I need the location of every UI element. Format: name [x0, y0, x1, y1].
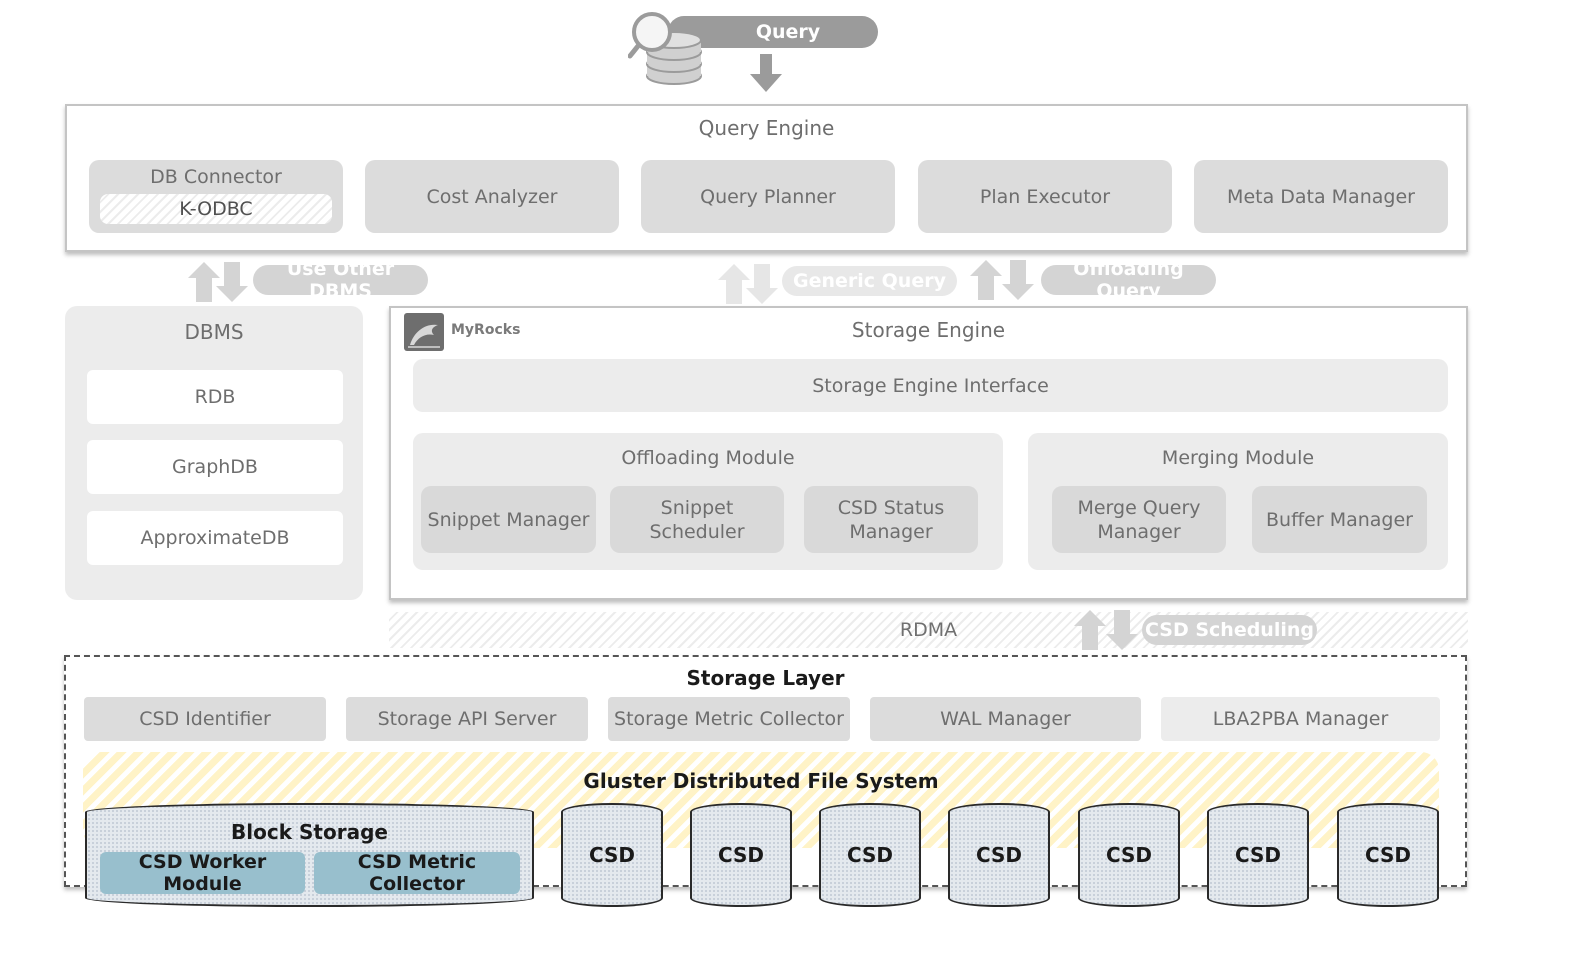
- query-pill: Query: [668, 16, 878, 48]
- csd-node-label: CSD: [975, 843, 1023, 867]
- query-engine-title: Query Engine: [698, 116, 835, 140]
- block-storage-title: Block Storage: [231, 820, 388, 844]
- csd-node: CSD: [690, 803, 792, 907]
- lba2pba-manager-module: LBA2PBA Manager: [1161, 697, 1440, 741]
- csd-node: CSD: [819, 803, 921, 907]
- query-planner-module: Query Planner: [641, 160, 895, 233]
- csd-node: CSD: [1337, 803, 1439, 907]
- csd-node-label: CSD: [846, 843, 894, 867]
- merging-module-title: Merging Module: [1161, 447, 1315, 469]
- bidirectional-arrow-icon: [970, 260, 1034, 300]
- csd-node-label: CSD: [1234, 843, 1282, 867]
- plan-executor-module: Plan Executor: [918, 160, 1172, 233]
- database-search-icon: [627, 10, 710, 88]
- offloading-module-title: Offloading Module: [621, 447, 795, 469]
- storage-api-server-module: Storage API Server: [346, 697, 588, 741]
- meta-data-manager-module: Meta Data Manager: [1194, 160, 1448, 233]
- gluster-title: Gluster Distributed File System: [583, 769, 939, 793]
- offloading-query-pill: Offloading Query: [1041, 258, 1216, 302]
- csd-node: CSD: [948, 803, 1050, 907]
- storage-metric-collector-module: Storage Metric Collector: [608, 697, 850, 741]
- cost-analyzer-module: Cost Analyzer: [365, 160, 619, 233]
- csd-node-label: CSD: [1364, 843, 1412, 867]
- dbms-title: DBMS: [184, 320, 244, 344]
- wal-manager-module: WAL Manager: [870, 697, 1141, 741]
- storage-engine-title: Storage Engine: [851, 318, 1006, 342]
- arrow-down-icon: [750, 54, 782, 92]
- storage-engine-interface: Storage Engine Interface: [413, 359, 1448, 412]
- storage-layer-title: Storage Layer: [686, 666, 845, 690]
- csd-scheduling-pill: CSD Scheduling: [1142, 615, 1317, 645]
- csd-metric-collector-module: CSD Metric Collector: [314, 851, 520, 895]
- generic-query-pill: Generic Query: [782, 266, 957, 296]
- query-label: Query: [755, 21, 821, 43]
- db-connector-label: DB Connector: [150, 166, 282, 188]
- csd-node-label: CSD: [1105, 843, 1153, 867]
- bidirectional-arrow-icon: [188, 262, 248, 302]
- csd-node: CSD: [561, 803, 663, 907]
- csd-status-manager-module: CSD Status Manager: [804, 486, 978, 553]
- csd-node-label: CSD: [588, 843, 636, 867]
- csd-worker-module: CSD Worker Module: [100, 851, 305, 895]
- rdb-item: RDB: [87, 370, 343, 424]
- myrocks-logo-icon: [404, 313, 444, 351]
- k-odbc-label: K-ODBC: [100, 194, 332, 224]
- bidirectional-arrow-icon: [718, 264, 778, 304]
- csd-node: CSD: [1078, 803, 1180, 907]
- snippet-scheduler-module: Snippet Scheduler: [610, 486, 784, 553]
- csd-identifier-module: CSD Identifier: [84, 697, 326, 741]
- snippet-manager-module: Snippet Manager: [421, 486, 596, 553]
- myrocks-logo-text: MyRocks: [451, 322, 521, 338]
- csd-node-label: CSD: [717, 843, 765, 867]
- buffer-manager-module: Buffer Manager: [1252, 486, 1427, 553]
- csd-node: CSD: [1207, 803, 1309, 907]
- use-other-dbms-pill: Use Other DBMS: [253, 258, 428, 302]
- merge-query-manager-module: Merge Query Manager: [1052, 486, 1226, 553]
- approximatedb-item: ApproximateDB: [87, 511, 343, 565]
- graphdb-item: GraphDB: [87, 440, 343, 494]
- rdma-label: RDMA: [899, 619, 958, 641]
- bidirectional-arrow-icon: [1074, 610, 1138, 650]
